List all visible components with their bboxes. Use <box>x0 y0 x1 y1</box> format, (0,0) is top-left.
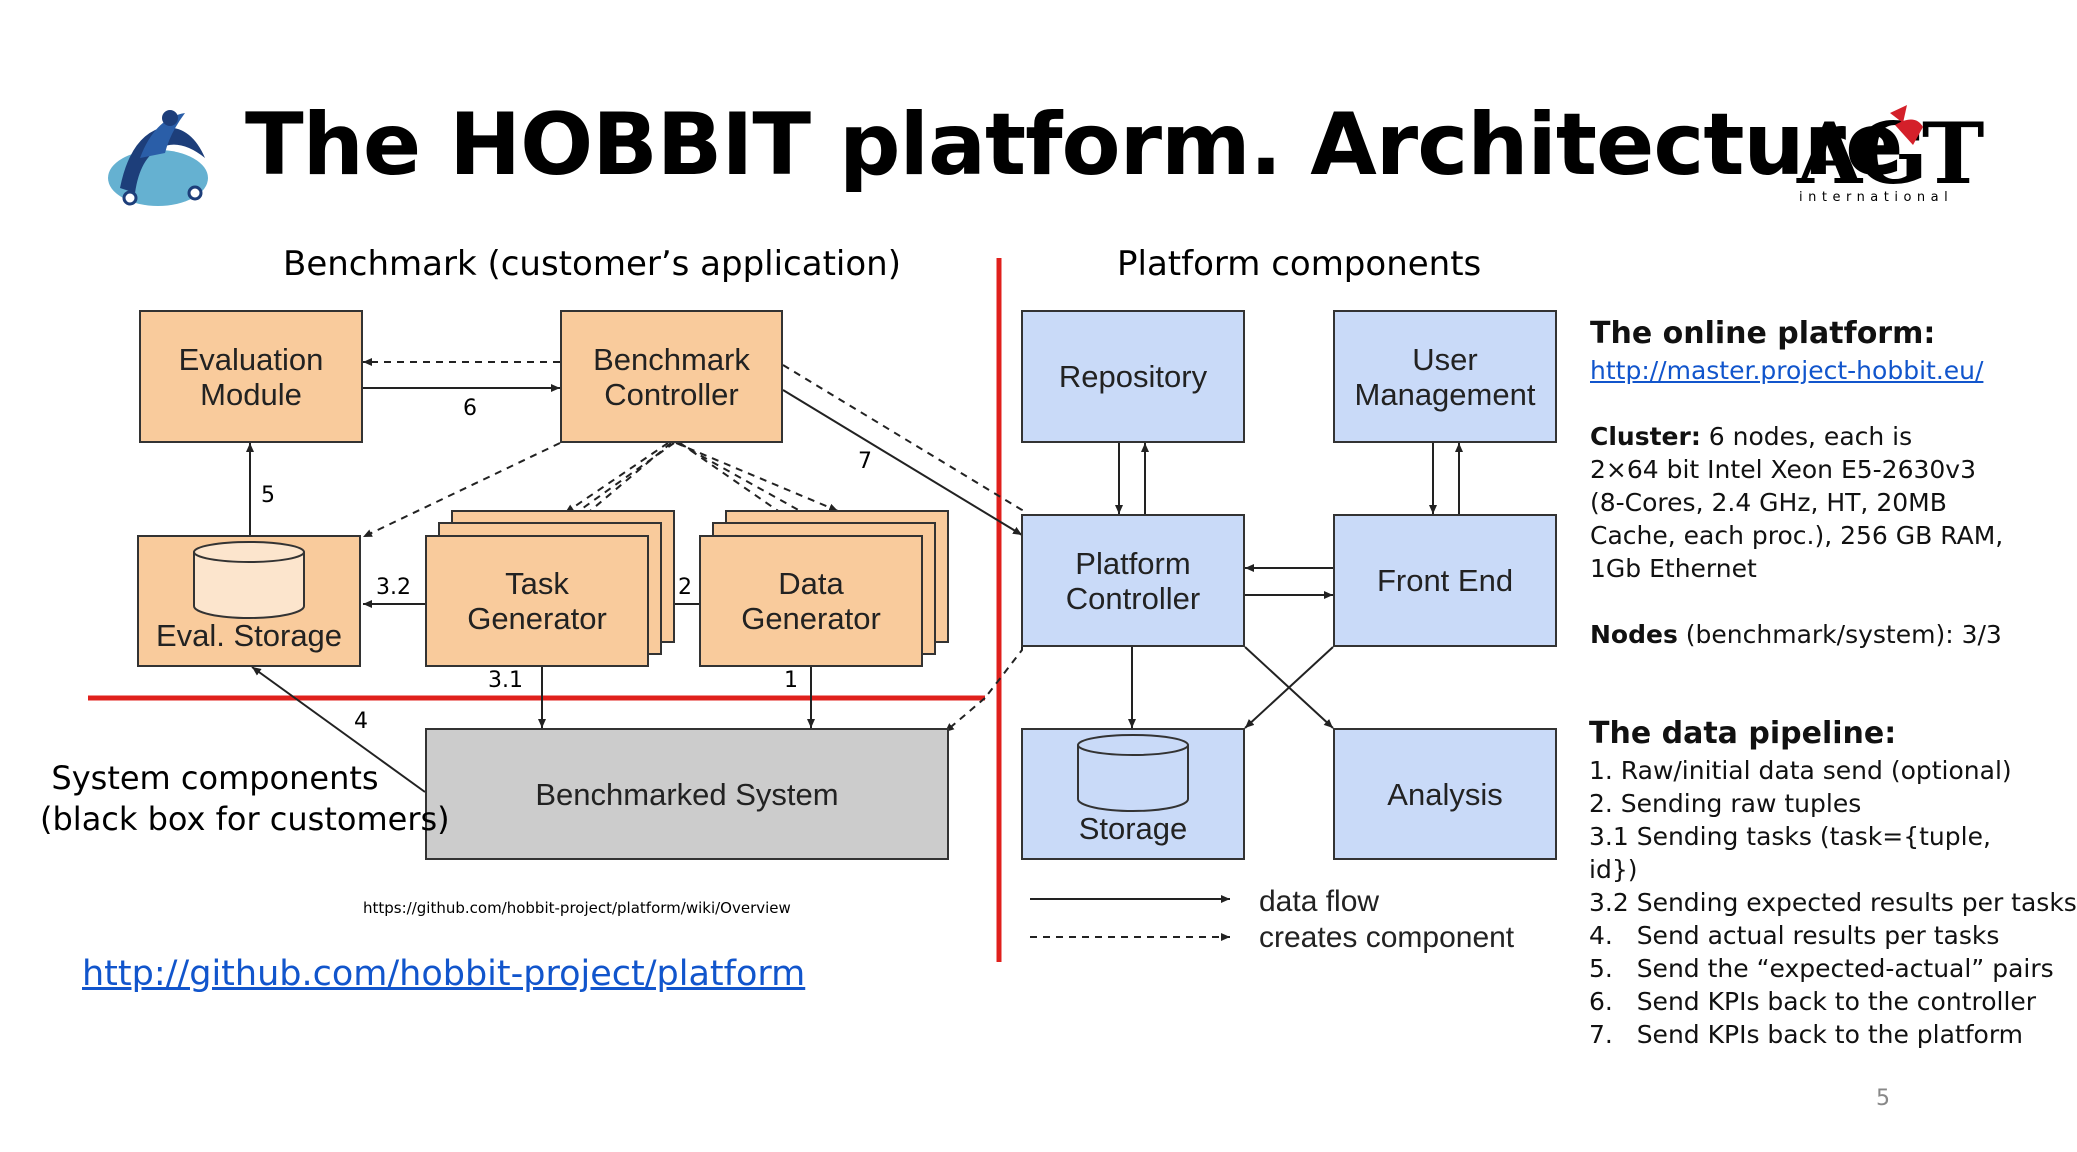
online-platform-link[interactable]: http://master.project-hobbit.eu/ <box>1590 356 1984 385</box>
pipeline-item: 6. Send KPIs back to the controller <box>1589 987 2037 1016</box>
eval-storage-cylinder-icon <box>192 540 306 620</box>
edge-label-3-1: 3.1 <box>486 668 525 693</box>
page-number: 5 <box>1876 1086 1890 1111</box>
hobbit-logo <box>100 98 220 213</box>
data-pipeline-heading: The data pipeline: <box>1589 716 1897 751</box>
svg-text:AGT: AGT <box>1796 104 1984 203</box>
pipeline-item: 1. Raw/initial data send (optional) <box>1589 756 2012 785</box>
pipeline-item: 2. Sending raw tuples <box>1589 789 1862 818</box>
data-pipeline-list: 1. Raw/initial data send (optional) 2. S… <box>1589 754 2077 1051</box>
edge-label-1: 1 <box>782 668 800 693</box>
pipeline-item: 3.2 Sending expected results per tasks <box>1589 888 2077 917</box>
benchmark-header: Benchmark (customer’s application) <box>283 244 901 284</box>
edge-label-4: 4 <box>352 709 370 734</box>
cluster-info: Cluster: 6 nodes, each is 2×64 bit Intel… <box>1590 422 2004 583</box>
analysis-box: Analysis <box>1333 728 1557 860</box>
svg-text:international: international <box>1799 190 1953 205</box>
legend-creates-component: creates component <box>1259 921 1515 954</box>
online-platform-section: The online platform: http://master.proje… <box>1590 314 2030 651</box>
front-end-box: Front End <box>1333 514 1557 647</box>
nodes-info: Nodes (benchmark/system): 3/3 <box>1590 620 2002 649</box>
online-platform-heading: The online platform: <box>1590 316 1936 351</box>
edge-label-6: 6 <box>461 396 479 421</box>
edge-label-7: 7 <box>856 449 874 474</box>
pipeline-item: 3.1 Sending tasks (task={tuple, id}) <box>1589 822 1991 884</box>
pipeline-item: 5. Send the “expected-actual” pairs <box>1589 954 2054 983</box>
edge-label-3-2: 3.2 <box>374 575 413 600</box>
pipeline-item: 4. Send actual results per tasks <box>1589 921 2000 950</box>
benchmarked-system-box: Benchmarked System <box>425 728 949 860</box>
edge-label-5: 5 <box>259 483 277 508</box>
storage-cylinder-icon <box>1076 733 1190 813</box>
platform-header: Platform components <box>1117 244 1482 284</box>
repository-box: Repository <box>1021 310 1245 443</box>
source-url: https://github.com/hobbit-project/platfo… <box>363 899 791 917</box>
legend-data-flow: data flow <box>1259 885 1380 918</box>
data-pipeline-section: The data pipeline: 1. Raw/initial data s… <box>1589 714 2077 1051</box>
edge-label-2: 2 <box>676 575 694 600</box>
pipeline-item: 7. Send KPIs back to the platform <box>1589 1020 2024 1049</box>
system-components-caption: System components (black box for custome… <box>40 759 450 838</box>
github-link[interactable]: http://github.com/hobbit-project/platfor… <box>82 954 806 994</box>
slide-title: The HOBBIT platform. Architecture <box>245 95 1903 195</box>
agt-logo: AGT international <box>1795 104 1990 205</box>
